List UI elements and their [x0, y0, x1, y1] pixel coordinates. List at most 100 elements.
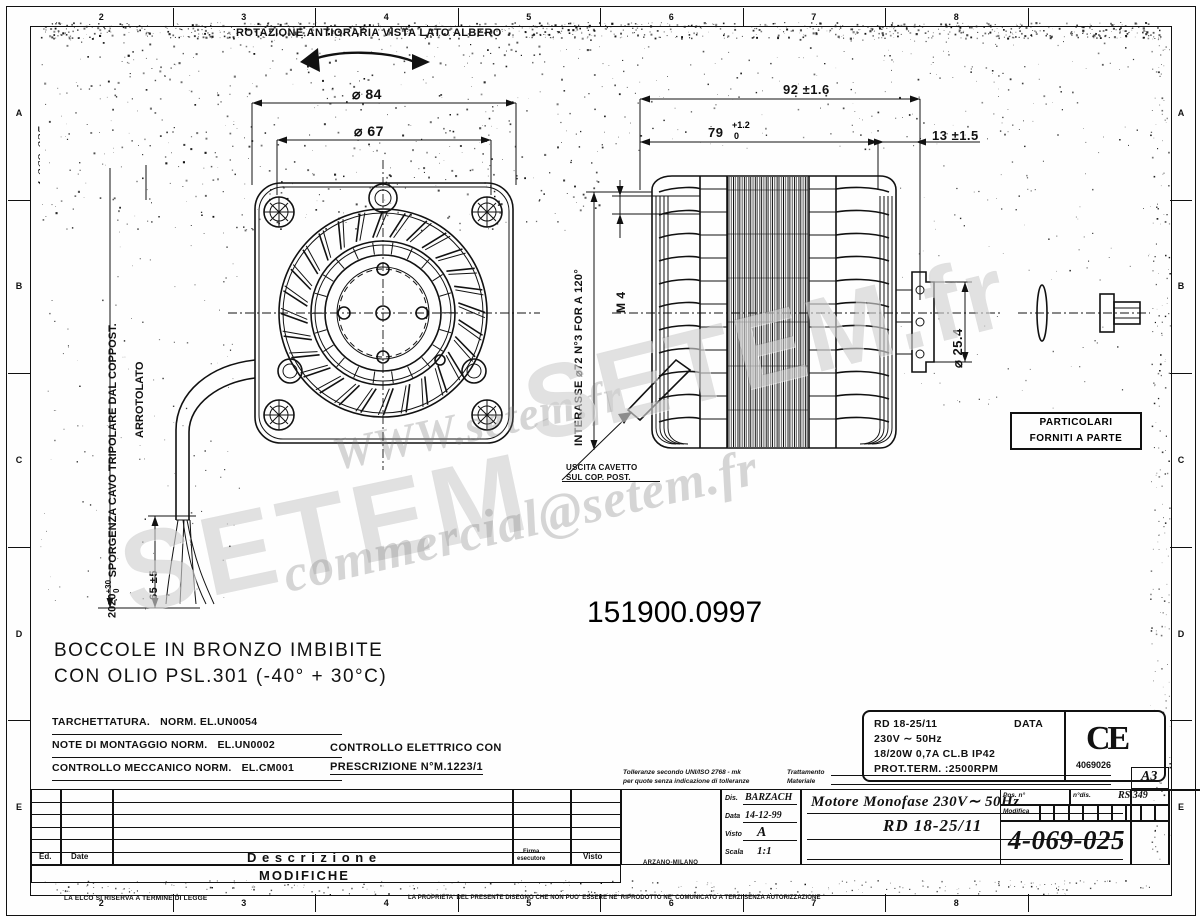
- border-tick: [172, 894, 174, 912]
- border-col-5: 5: [526, 898, 532, 908]
- title-line-2: RD 18-25/11: [883, 816, 983, 835]
- supplied-parts: [1018, 284, 1150, 342]
- dim-side-total: 92 ±1.6: [783, 82, 830, 97]
- tol-dn: 0: [734, 131, 740, 141]
- modifiche-col-ed: [31, 789, 61, 865]
- border-tick: [1170, 546, 1192, 548]
- border-tick: [742, 8, 744, 26]
- tolerance-l1: Tolleranze secondo UNI/ISO 2768 - mk: [623, 769, 741, 776]
- wound-note: ARROTOLATO: [134, 361, 146, 438]
- lbl-modifiche: MODIFICHE: [259, 868, 350, 883]
- title-line-1: Motore Monofase 230V∼ 50Hz: [811, 794, 1020, 810]
- front-view: [228, 99, 540, 470]
- pos-cell: [1000, 789, 1070, 805]
- lbl-firma-2: esecutore: [517, 856, 546, 862]
- drawing-number-cell: [1000, 821, 1170, 865]
- dim-washer-wrap: ⌀ 25.4: [934, 278, 965, 370]
- bushing-note-l1: BOCCOLE IN BRONZO IMBIBITE: [54, 640, 384, 661]
- modifiche-heading-cell: [31, 865, 621, 883]
- border-col-8: 8: [953, 12, 959, 22]
- material-note: Trattamento Materiale: [785, 769, 1115, 789]
- revision-bar: [1068, 805, 1084, 821]
- ce-mark: CE: [1086, 720, 1130, 757]
- tol-up: +1.2: [732, 120, 750, 130]
- dim-pitch-wrap: INTERASSE ⌀72 N°3 FOR A 120°: [556, 190, 585, 450]
- sheet-border-inner: [30, 26, 1172, 896]
- dim-thread: M 4: [614, 291, 628, 313]
- border-col-2: 2: [98, 12, 104, 22]
- drawn-rule: [743, 804, 797, 805]
- border-tick: [1170, 199, 1192, 201]
- border-tick: [8, 720, 30, 722]
- border-row-E: E: [15, 802, 22, 813]
- drawing-number-block: Pos. n° n°dis. RS 349 Modifica 4-069-025: [1000, 789, 1170, 893]
- cable-exit-underline: [562, 481, 660, 482]
- border-tick: [8, 546, 30, 548]
- sheet-size: A3: [1141, 769, 1158, 784]
- nameplate-power: 18/20W 0,7A CL.B IP42: [874, 748, 996, 760]
- wound-note-wrap: ARROTOLATO: [118, 300, 146, 440]
- nameplate-thermal: PROT.TERM. :2500RPM: [874, 763, 999, 775]
- checked-value: A: [757, 825, 767, 840]
- border-tick: [315, 894, 316, 912]
- border-tick: [1170, 373, 1192, 375]
- dim-washer-dia: ⌀ 25.4: [950, 328, 965, 368]
- border-col-8: 8: [953, 898, 959, 908]
- nameplate-code: 4069026: [1076, 760, 1112, 770]
- border-tick: [457, 894, 459, 912]
- border-col-3: 3: [241, 12, 247, 22]
- spec-row: CONTROLLO MECCANICO NORM.EL.CM001: [52, 758, 342, 781]
- nrdis-cell: [1070, 789, 1170, 805]
- border-row-C: C: [15, 455, 23, 465]
- nameplate-data-label: DATA: [1014, 718, 1044, 730]
- cable-length: 2020: [106, 593, 119, 618]
- border-tick: [742, 894, 744, 912]
- tolerance-note: Tolleranze secondo UNI/ISO 2768 - mk per…: [621, 769, 781, 789]
- border-tick: [8, 199, 30, 201]
- lbl-date: Date: [71, 852, 89, 861]
- title-block: Ed. Date D e s c r i z i o n e Firma ese…: [31, 767, 1200, 893]
- rotation-arrow: [300, 48, 430, 72]
- footer-left: LA ELCO SI RISERVA A TERMINE DI LEGGE: [64, 895, 208, 902]
- dim-thread-wrap: M 4: [600, 255, 628, 315]
- checked-label: Visto: [725, 831, 742, 838]
- rotation-note: ROTAZIONE ANTIORARIA VISTA LATO ALBERO: [236, 27, 502, 39]
- title-cell: [801, 789, 1131, 865]
- nrdis-value: RS 349: [1118, 790, 1148, 801]
- nameplate: RD 18-25/11 DATA 230V ∼ 50Hz 18/20W 0,7A…: [862, 710, 1166, 782]
- title-rule-2: [807, 839, 1123, 840]
- border-tick: [8, 373, 30, 375]
- dim-side-body: 79 +1.2 0: [708, 120, 750, 141]
- border-col-7: 7: [811, 898, 817, 908]
- spec-left: TARCHETTATURA.: [52, 716, 151, 728]
- material-label: Materiale: [787, 778, 816, 785]
- cable-assembly: [98, 165, 256, 609]
- footer-right: LA PROPRIETA' DEL PRESENTE DISEGNO CHE N…: [408, 895, 821, 901]
- dim-front-inner: ⌀ 67: [354, 123, 384, 139]
- cable-exit-l1: USCITA CAVETTO: [566, 463, 638, 472]
- spec-right: EL.UN0002: [217, 739, 276, 751]
- cable-note-text: SPORGENZA CAVO TRIPOLARE DAL COPPOST.: [106, 323, 119, 578]
- nameplate-voltage: 230V ∼ 50Hz: [874, 733, 943, 745]
- nameplate-model: RD 18-25/11: [874, 718, 938, 730]
- border-tick: [600, 8, 601, 26]
- border-col-4: 4: [383, 12, 389, 22]
- dim-side-shaft: 13 ±1.5: [932, 128, 979, 143]
- drawn-cell: [721, 789, 801, 865]
- border-col-7: 7: [811, 12, 817, 22]
- border-col-6: 6: [668, 12, 674, 22]
- elec-note-l1: CONTROLLO ELETTRICO CON: [330, 742, 502, 754]
- scale-label: Scala: [725, 849, 744, 856]
- lbl-firma-1: Firma: [523, 849, 540, 855]
- tolerance-l2: per quote senza indicazione di tolleranz…: [623, 778, 750, 785]
- nameplate-divider: [1064, 712, 1066, 780]
- spec-left: NOTE DI MONTAGGIO NORM.: [52, 739, 208, 751]
- pos-label: Pos. n°: [1003, 792, 1026, 799]
- drawn-value: BARZACH: [745, 792, 793, 803]
- revision-bar: [1083, 805, 1098, 821]
- modifiche-row-line: [31, 852, 621, 853]
- scale-value: 1:1: [757, 845, 772, 857]
- border-col-4: 4: [383, 898, 389, 908]
